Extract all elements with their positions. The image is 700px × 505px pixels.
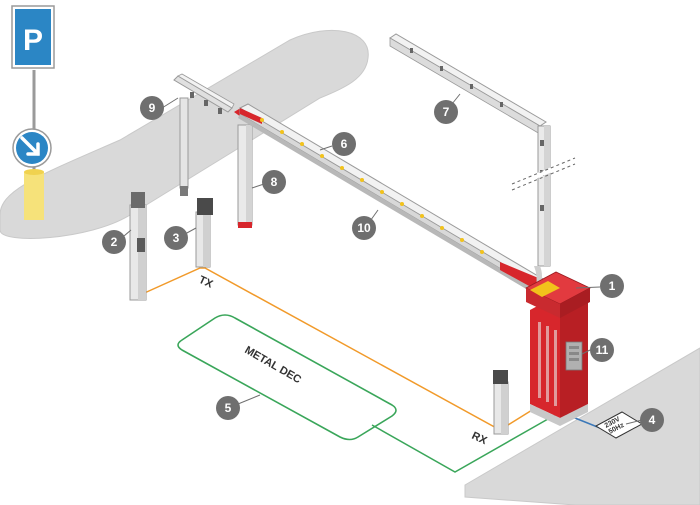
callout-7: 7 <box>434 100 458 124</box>
metal-detector-loop <box>177 314 397 441</box>
direction-sign <box>12 128 52 168</box>
overhead-arm-right <box>389 33 576 286</box>
rx-label: RX <box>470 430 490 448</box>
parking-sign: P <box>11 5 55 69</box>
callout-2-number: 2 <box>111 235 118 249</box>
callout-3: 3 <box>164 226 188 250</box>
callout-8-number: 8 <box>271 175 278 189</box>
callout-11-number: 11 <box>596 343 609 357</box>
callout-4-number: 4 <box>649 413 656 427</box>
callout-9: 9 <box>140 96 164 120</box>
photocell-tx-column <box>195 198 213 268</box>
callout-6-number: 6 <box>341 137 348 151</box>
callout-10-number: 10 <box>357 221 371 235</box>
photocell-cable <box>139 267 546 431</box>
callout-5: 5 <box>216 396 240 420</box>
barrier-boom <box>238 103 550 296</box>
callout-6: 6 <box>332 132 356 156</box>
callout-2: 2 <box>102 230 126 254</box>
callout-8: 8 <box>262 170 286 194</box>
callout-3-number: 3 <box>173 231 180 245</box>
photocell-column-tall <box>129 192 147 301</box>
loop-cable <box>371 414 556 473</box>
traffic-island-right <box>464 347 700 505</box>
power-supply-box: 230V 50Hz <box>594 411 644 439</box>
callout-5-number: 5 <box>225 401 232 415</box>
callout-11: 11 <box>590 338 614 362</box>
callout-9-number: 9 <box>149 101 156 115</box>
callout-1: 1 <box>600 274 624 298</box>
parking-sign-letter: P <box>23 24 43 57</box>
boom-led-lights <box>260 118 484 254</box>
callout-leaders <box>123 93 643 425</box>
callout-7-number: 7 <box>443 105 450 119</box>
tx-label: TX <box>197 274 215 291</box>
barrier-cabinet <box>525 271 591 426</box>
overhead-arm-left <box>173 73 235 196</box>
arrow-down-right-icon <box>20 136 40 156</box>
callout-1-number: 1 <box>609 279 616 293</box>
photocell-rx-column <box>493 370 509 435</box>
yellow-bollard <box>24 169 44 220</box>
callout-4: 4 <box>640 408 664 432</box>
callout-10: 10 <box>352 216 376 240</box>
